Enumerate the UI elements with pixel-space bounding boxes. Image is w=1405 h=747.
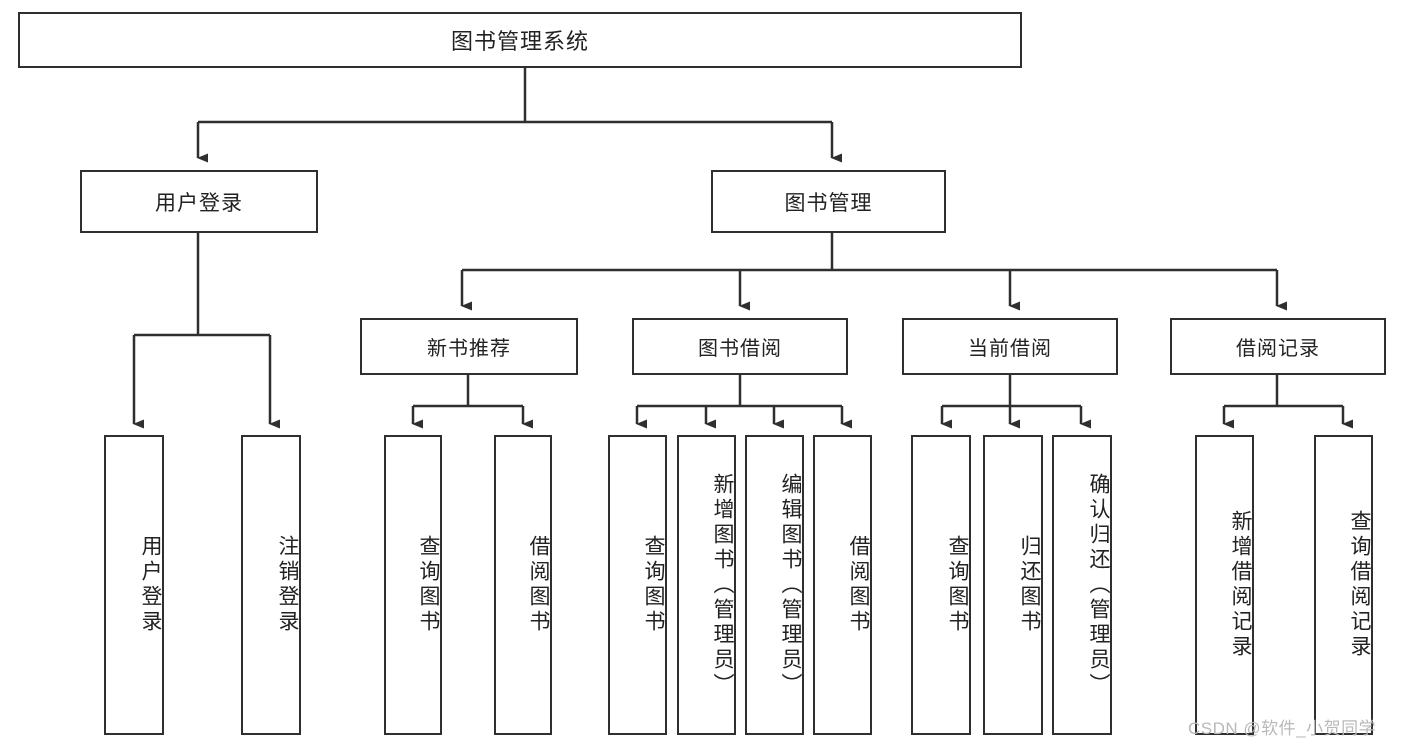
leaf-user-login[interactable]: 用户登录 (104, 435, 164, 735)
node-label: 归还图书 (1018, 535, 1041, 635)
node-label: 图书管理 (784, 191, 873, 215)
node-label: 用户登录 (155, 191, 243, 215)
node-borrow-record[interactable]: 借阅记录 (1170, 318, 1386, 375)
leaf-add-book-admin[interactable]: 新增图书（管理员） (677, 435, 736, 735)
leaf-confirm-return-admin[interactable]: 确认归还（管理员） (1052, 435, 1112, 735)
csdn-watermark: CSDN @软件_小贺同学 (1188, 719, 1377, 738)
node-user-login[interactable]: 用户登录 (80, 170, 318, 233)
leaf-borrow-book[interactable]: 借阅图书 (813, 435, 872, 735)
leaf-query-book-borrow[interactable]: 查询图书 (608, 435, 667, 735)
node-label: 注销登录 (276, 535, 299, 635)
node-book-management[interactable]: 图书管理 (711, 170, 946, 233)
node-label: 图书借阅 (698, 338, 782, 360)
node-label: 查询图书 (417, 535, 440, 635)
leaf-edit-book-admin[interactable]: 编辑图书（管理员） (745, 435, 804, 735)
node-root-book-management-system[interactable]: 图书管理系统 (18, 12, 1022, 68)
node-label: 借阅图书 (847, 535, 870, 635)
leaf-query-book-recommend[interactable]: 查询图书 (384, 435, 442, 735)
node-label: 用户登录 (139, 535, 162, 635)
node-label: 当前借阅 (968, 338, 1052, 360)
node-label: 新增图书（管理员） (711, 472, 734, 698)
node-label: 查询借阅记录 (1348, 510, 1371, 660)
node-new-book-recommend[interactable]: 新书推荐 (360, 318, 578, 375)
node-label: 新书推荐 (427, 338, 511, 360)
leaf-borrow-book-recommend[interactable]: 借阅图书 (494, 435, 552, 735)
node-label: 新增借阅记录 (1229, 510, 1252, 660)
leaf-add-borrow-record[interactable]: 新增借阅记录 (1195, 435, 1254, 735)
node-label: 图书管理系统 (450, 29, 589, 54)
node-label: 确认归还（管理员） (1087, 472, 1110, 698)
node-label: 查询图书 (642, 535, 665, 635)
node-current-borrow[interactable]: 当前借阅 (902, 318, 1118, 375)
leaf-query-book-current[interactable]: 查询图书 (911, 435, 971, 735)
node-book-borrow[interactable]: 图书借阅 (632, 318, 848, 375)
leaf-logout[interactable]: 注销登录 (241, 435, 301, 735)
node-label: 查询图书 (946, 535, 969, 635)
node-label: 借阅图书 (527, 535, 550, 635)
leaf-query-borrow-record[interactable]: 查询借阅记录 (1314, 435, 1373, 735)
node-label: 借阅记录 (1236, 338, 1320, 360)
node-label: 编辑图书（管理员） (779, 472, 802, 698)
leaf-return-book[interactable]: 归还图书 (983, 435, 1043, 735)
